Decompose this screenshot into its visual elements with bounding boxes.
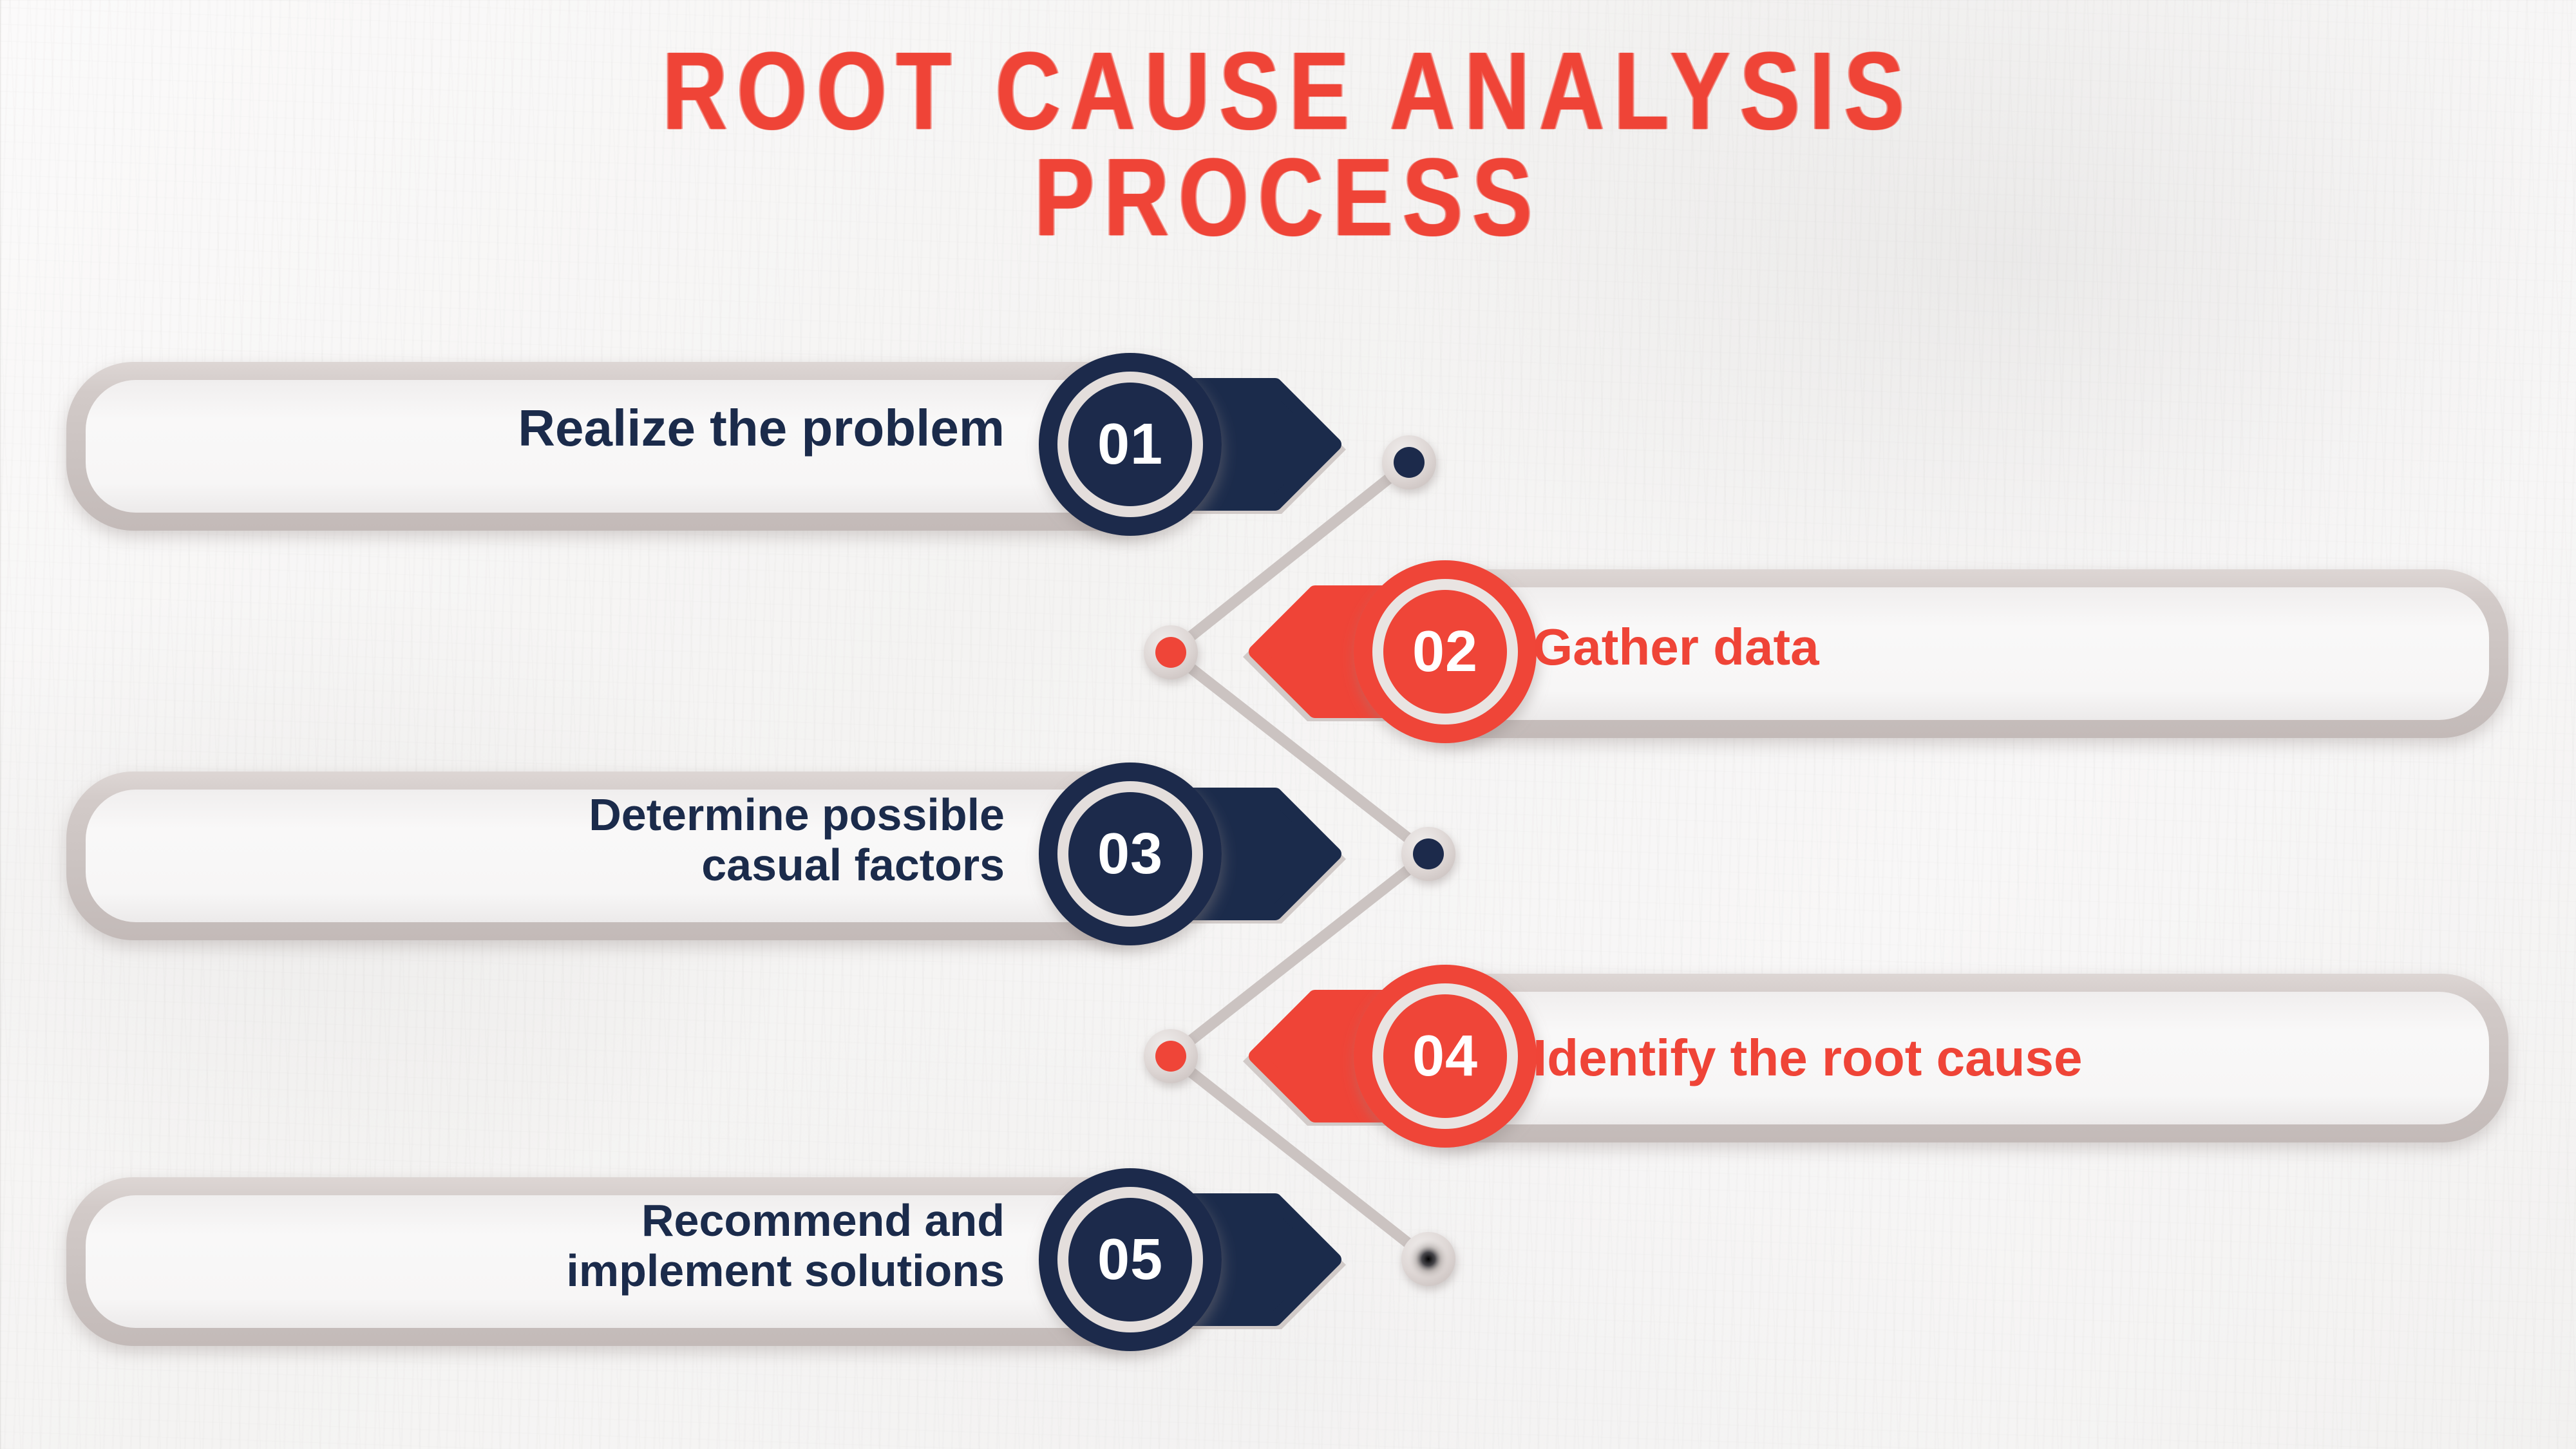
title-line-2: PROCESS: [1034, 135, 1542, 259]
step-number-02: 02: [1412, 620, 1478, 684]
connector-node-02[interactable]: [1144, 625, 1198, 679]
step-badge-02[interactable]: 02: [1354, 560, 1537, 743]
connector-node-05[interactable]: [1401, 1232, 1455, 1286]
connector-node-04[interactable]: [1144, 1029, 1198, 1083]
step-badge-01[interactable]: 01: [1039, 353, 1222, 536]
step-label-05: Recommend and implement solutions: [566, 1195, 1005, 1296]
step-label-04: Identify the root cause: [1533, 1029, 2083, 1086]
step-number-04: 04: [1412, 1024, 1478, 1088]
connector-node-03[interactable]: [1401, 827, 1455, 881]
step-label-03: Determine possible casual factors: [589, 790, 1005, 891]
step-badge-04[interactable]: 04: [1354, 965, 1537, 1148]
step-badge-03[interactable]: 03: [1039, 762, 1222, 945]
step-label-01: Realize the problem: [518, 399, 1005, 457]
title-line-1: ROOT CAUSE ANALYSIS: [662, 29, 1914, 153]
step-number-05: 05: [1097, 1227, 1163, 1292]
step-number-01: 01: [1097, 412, 1163, 477]
page-title: ROOT CAUSE ANALYSIS PROCESS: [0, 29, 2576, 255]
step-number-03: 03: [1097, 822, 1163, 886]
connector-node-01[interactable]: [1382, 435, 1436, 489]
step-badge-05[interactable]: 05: [1039, 1168, 1222, 1351]
step-label-02: Gather data: [1533, 618, 1819, 676]
